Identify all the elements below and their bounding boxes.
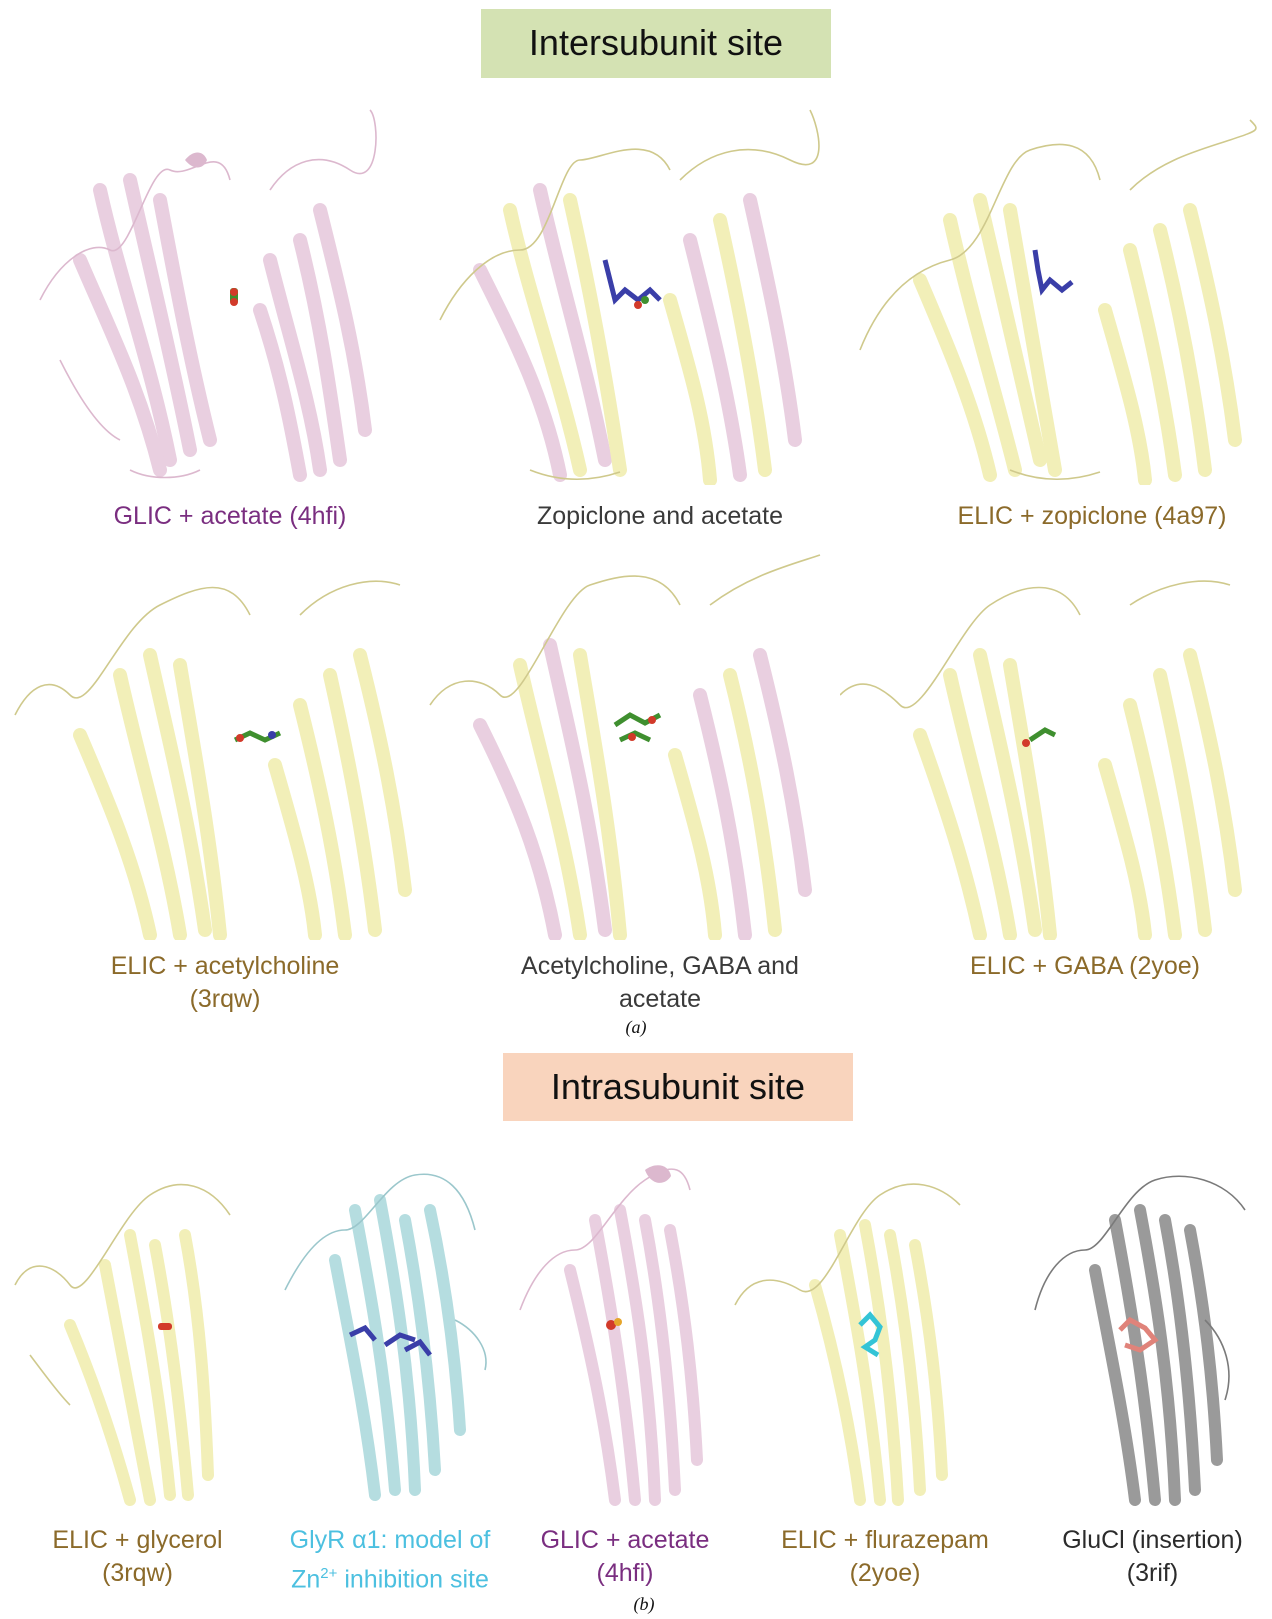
glyr-ribbon-figure [275,1170,500,1510]
caption-line-text: Zn [291,1565,320,1593]
elic-ribbon-figure [730,1175,1000,1510]
caption-line: (3rqw) [60,983,390,1016]
caption-zopiclone-acetate: Zopiclone and acetate [490,500,830,533]
caption-glucl-insertion-3rif: GluCl (insertion) (3rif) [1040,1524,1265,1590]
overlay-ribbon-figure [420,100,840,485]
caption-line: Zn2+ inhibition site [265,1557,515,1596]
caption-glic-acetate-4hfi: GLIC + acetate (4hfi) [60,500,400,533]
caption-line: ELIC + acetylcholine [60,950,390,983]
caption-line: GLIC + acetate [515,1524,735,1557]
glucl-ribbon-figure [1025,1170,1265,1510]
caption-line: acetate [490,983,830,1016]
structure-elic-glycerol [10,1175,250,1510]
caption-line: ELIC + GABA (2yoe) [920,950,1250,983]
structure-elic-zopiclone [850,100,1270,485]
zopiclone-ligand [1035,250,1072,290]
overlay-ribbon-figure [420,545,840,940]
structure-acetylcholine-gaba-acetate-overlay [420,545,840,940]
caption-elic-flurazepam-2yoe: ELIC + flurazepam (2yoe) [760,1524,1010,1590]
intrasubunit-site-banner: Intrasubunit site [503,1053,853,1121]
intersubunit-site-banner: Intersubunit site [481,9,831,78]
gaba-ligand [1030,730,1055,740]
elic-ribbon-figure [10,545,440,940]
structure-zopiclone-acetate-overlay [420,100,840,485]
structure-elic-gaba [840,545,1270,940]
caption-elic-glycerol-3rqw: ELIC + glycerol (3rqw) [20,1524,255,1590]
caption-line: ELIC + glycerol [20,1524,255,1557]
structure-elic-acetylcholine [10,545,440,940]
elic-ribbon-figure [10,1175,250,1510]
structure-glic-acetate-inter [20,100,390,485]
panel-label-a: (a) [616,1017,656,1038]
structure-glyr-zn-model [275,1170,500,1510]
caption-glyr-zn-model: GlyR α1: model of Zn2+ inhibition site [265,1524,515,1596]
caption-line: GluCl (insertion) [1040,1524,1265,1557]
caption-line: ELIC + flurazepam [760,1524,1010,1557]
caption-line: GlyR α1: model of [265,1524,515,1557]
caption-acetylcholine-gaba-acetate: Acetylcholine, GABA and acetate [490,950,830,1016]
caption-line: (3rqw) [20,1557,255,1590]
structure-elic-flurazepam [730,1175,1000,1510]
caption-line-text: inhibition site [337,1565,488,1593]
glycerol-ligand [158,1323,172,1330]
zopiclone-ligand [605,260,660,300]
structure-glucl-insertion [1025,1170,1265,1510]
caption-line: Acetylcholine, GABA and [490,950,830,983]
caption-line: (2yoe) [760,1557,1010,1590]
elic-ribbon-figure [850,100,1270,485]
elic-ribbon-figure [840,545,1270,940]
caption-elic-gaba-2yoe: ELIC + GABA (2yoe) [920,950,1250,983]
caption-glic-acetate-4hfi-intra: GLIC + acetate (4hfi) [515,1524,735,1590]
structure-glic-acetate-intra [515,1160,735,1510]
caption-superscript: 2+ [320,1565,337,1582]
caption-elic-acetylcholine-3rqw: ELIC + acetylcholine (3rqw) [60,950,390,1016]
caption-elic-zopiclone-4a97: ELIC + zopiclone (4a97) [922,500,1262,533]
caption-line: (3rif) [1040,1557,1265,1590]
panel-label-b: (b) [624,1594,664,1615]
glic-ribbon-figure [20,100,390,485]
caption-line: (4hfi) [515,1557,735,1590]
glic-ribbon-figure [515,1160,735,1510]
